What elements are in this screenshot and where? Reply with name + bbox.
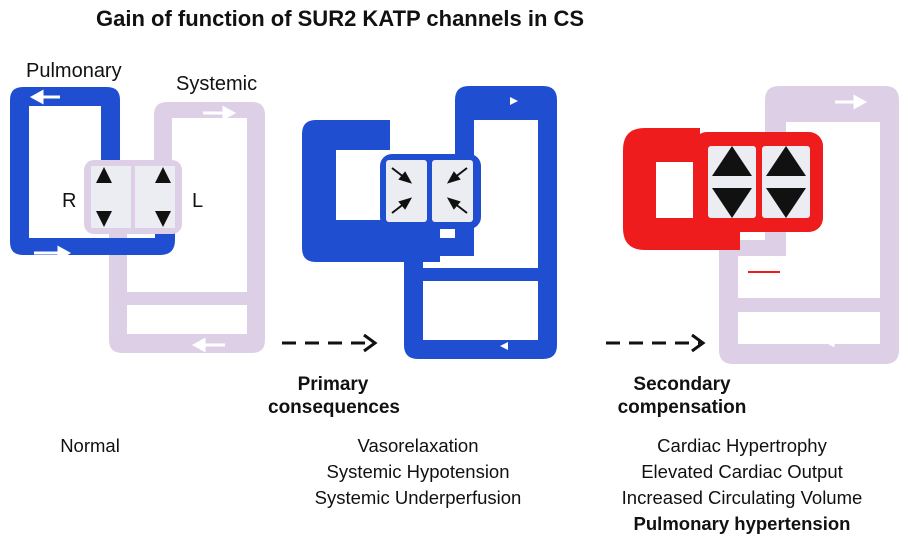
- arrow-icon: [155, 167, 171, 183]
- secondary-heading-line-2: compensation: [617, 397, 747, 418]
- primary-effect: Systemic Hypotension: [326, 461, 510, 482]
- secondary-heading-line-1: Secondary: [633, 374, 731, 395]
- transition-arrow-2: [606, 333, 706, 353]
- figure-title: Gain of function of SUR2 KATP channels i…: [96, 6, 585, 31]
- flow-arrow-icon: [510, 97, 518, 105]
- secondary-effects-list: Cardiac Hypertrophy Elevated Cardiac Out…: [582, 433, 902, 537]
- arrow-icon: [766, 146, 806, 176]
- arrow-icon: [712, 188, 752, 218]
- secondary-compensation-heading: Secondary compensation: [612, 373, 752, 419]
- normal-left-ventricle: [135, 166, 175, 228]
- flow-arrow-icon: [853, 94, 868, 110]
- flow-arrow-icon: [191, 337, 206, 353]
- secondary-effect: Increased Circulating Volume: [621, 487, 863, 508]
- left-heart-label: L: [192, 190, 204, 212]
- primary-effects-list: Vasorelaxation Systemic Hypotension Syst…: [268, 433, 568, 511]
- primary-consequences-heading: Primary consequences: [268, 373, 400, 419]
- primary-right-ventricle: [386, 160, 427, 222]
- flow-arrow-icon: [820, 332, 835, 348]
- arrow-icon: [155, 211, 171, 227]
- arrow-icon: [398, 197, 413, 210]
- normal-circulation-panel: [10, 87, 265, 353]
- normal-systemic-divider: [127, 292, 247, 305]
- primary-heading-line-2: consequences: [268, 397, 400, 418]
- primary-effect: Vasorelaxation: [357, 435, 479, 456]
- arrow-icon: [96, 167, 112, 183]
- pulmonary-hypertension-outcome: Pulmonary hypertension: [633, 513, 851, 534]
- primary-effect: Systemic Underperfusion: [314, 487, 522, 508]
- transition-arrow-1: [282, 333, 378, 353]
- flow-arrow-icon: [29, 89, 44, 105]
- arrow-icon: [398, 171, 413, 184]
- flow-arrow-icon: [500, 342, 508, 350]
- right-heart-label: R: [62, 190, 77, 212]
- arrow-icon: [712, 146, 752, 176]
- secondary-effect: Elevated Cardiac Output: [641, 461, 843, 482]
- secondary-compensation-panel: [623, 86, 899, 364]
- pulmonary-label: Pulmonary: [26, 60, 122, 82]
- arrow-icon: [446, 171, 461, 184]
- primary-heading-line-1: Primary: [297, 374, 369, 395]
- flow-arrow-icon: [222, 105, 237, 121]
- arrow-icon: [766, 188, 806, 218]
- flow-arrow-icon: [57, 245, 72, 261]
- primary-consequences-panel: [302, 86, 557, 359]
- secondary-systemic-loop: [719, 86, 899, 364]
- primary-systemic-loop: [404, 86, 557, 359]
- primary-left-ventricle: [432, 160, 473, 222]
- normal-caption: Normal: [60, 435, 120, 456]
- arrow-icon: [446, 197, 461, 210]
- arrow-icon: [96, 211, 112, 227]
- systemic-label: Systemic: [176, 73, 258, 95]
- secondary-effect: Cardiac Hypertrophy: [657, 435, 827, 456]
- normal-right-ventricle: [91, 166, 131, 228]
